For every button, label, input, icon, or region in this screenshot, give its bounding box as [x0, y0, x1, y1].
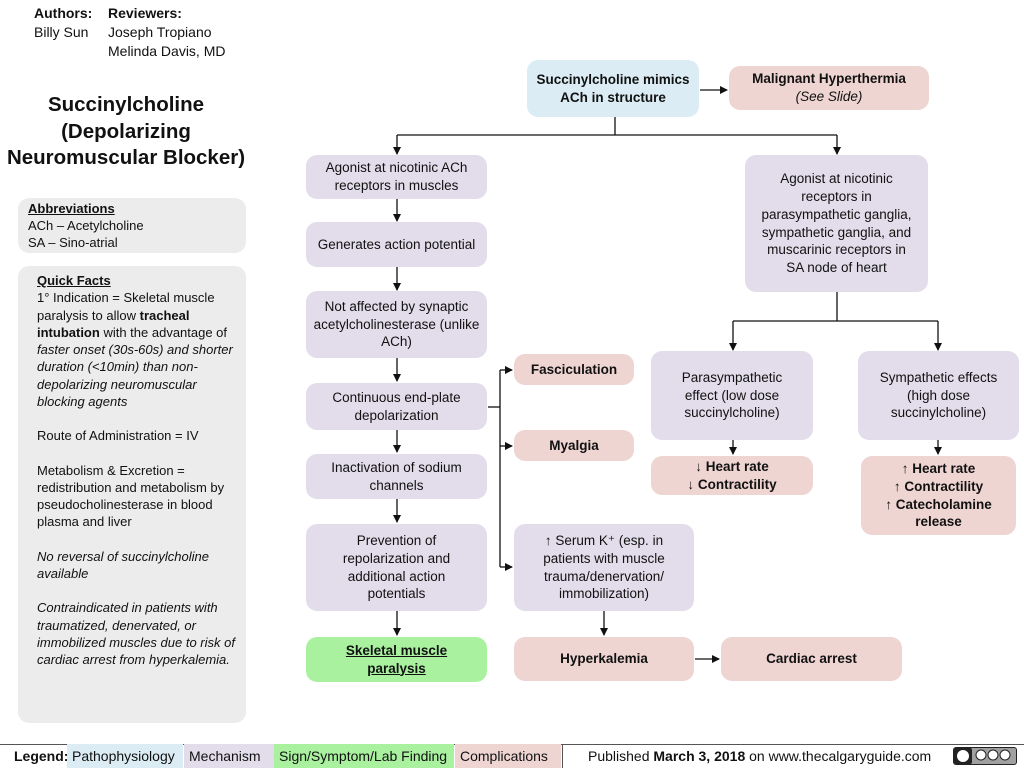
node-sympathetic-outcomes: ↑ Heart rate ↑ Contractility ↑ Catechola… — [861, 456, 1016, 535]
node-note: (See Slide) — [795, 89, 863, 104]
quick-facts-heading: Quick Facts — [37, 273, 111, 288]
reviewer-name: Joseph Tropiano — [108, 24, 212, 40]
reviewers-label: Reviewers: — [108, 5, 182, 21]
title-line: Neuromuscular Blocker) — [6, 146, 246, 170]
quick-fact-reversal: No reversal of succinylcholine available — [37, 548, 209, 581]
node-parasympathetic-effect: Parasympathetic effect (low dose succiny… — [651, 351, 813, 440]
node-skeletal-muscle-paralysis: Skeletal muscle paralysis — [306, 637, 487, 682]
node-label: Agonist at nicotinic ACh receptors in mu… — [325, 160, 468, 193]
node-label: Succinylcholine mimics ACh in structure — [536, 71, 690, 105]
reviewers-block: Reviewers: Joseph Tropiano Melinda Davis… — [108, 4, 268, 61]
quick-facts-panel: Quick Facts 1° Indication = Skeletal mus… — [18, 266, 246, 723]
abbreviation-item: ACh – Acetylcholine — [28, 218, 144, 233]
page-title: Succinylcholine (Depolarizing Neuromuscu… — [0, 92, 252, 172]
title-line: Succinylcholine — [47, 93, 205, 116]
node-myalgia: Myalgia — [514, 430, 634, 461]
quick-fact-indication: 1° Indication = Skeletal muscle paralysi… — [37, 289, 236, 410]
node-sympathetic-effects: Sympathetic effects (high dose succinylc… — [858, 351, 1019, 440]
authors-block: Authors: Billy Sun — [34, 4, 94, 42]
published-suffix: on www.thecalgaryguide.com — [745, 748, 932, 764]
node-agonist-muscle: Agonist at nicotinic ACh receptors in mu… — [306, 155, 487, 199]
node-label: Malignant Hyperthermia — [752, 71, 906, 87]
node-continuous-depolarization: Continuous end-plate depolarization — [306, 383, 487, 430]
effect-line: release — [915, 514, 962, 530]
published-date: March 3, 2018 — [653, 748, 746, 764]
node-label: Skeletal muscle paralysis — [345, 642, 448, 676]
fact-emphasis: tracheal intubation — [37, 307, 190, 340]
node-label: ↑ Serum K⁺ (esp. in patients with muscle… — [543, 532, 665, 602]
node-label: Sympathetic effects (high dose succinylc… — [879, 369, 998, 421]
authors-label: Authors: — [34, 5, 93, 21]
title-line: (Depolarizing — [61, 119, 191, 143]
legend-mechanism: Mechanism — [184, 744, 274, 768]
reviewer-name: Melinda Davis, MD — [108, 43, 226, 59]
node-mimics-ach: Succinylcholine mimics ACh in structure — [527, 60, 699, 117]
legend-divider — [562, 744, 563, 768]
abbreviations-panel: Abbreviations ACh – Acetylcholine SA – S… — [18, 198, 246, 253]
node-hyperkalemia: Hyperkalemia — [514, 637, 694, 681]
node-fasciculation: Fasciculation — [514, 354, 634, 385]
effect-line: ↑ Heart rate — [901, 461, 976, 477]
author-name: Billy Sun — [34, 24, 89, 40]
legend-pathophysiology: Pathophysiology — [67, 744, 183, 768]
node-label: Continuous end-plate depolarization — [332, 389, 461, 423]
node-label: Prevention of repolarization and additio… — [342, 532, 451, 602]
fact-italic: faster onset (30s-60s) and shorter durat… — [37, 342, 233, 409]
node-malignant-hyperthermia: Malignant Hyperthermia (See Slide) — [729, 66, 929, 110]
cc-by-nc-sa-icon — [953, 747, 1017, 765]
node-label: Agonist at nicotinic receptors in parasy… — [761, 171, 912, 276]
legend-symptom: Sign/Symptom/Lab Finding — [274, 744, 454, 768]
fact-text: 1° Indication = Skeletal muscle paralysi… — [37, 290, 215, 323]
legend-label: Legend: — [14, 748, 69, 764]
node-label: Myalgia — [549, 437, 599, 453]
effect-line: ↑ Contractility — [893, 478, 984, 494]
effect-line: ↓ Heart rate — [695, 459, 769, 475]
node-label: Cardiac arrest — [766, 651, 857, 667]
quick-fact-contraindication: Contraindicated in patients with traumat… — [37, 600, 235, 668]
node-label: Hyperkalemia — [560, 651, 648, 667]
node-generates-action-potential: Generates action potential — [306, 222, 487, 267]
node-agonist-ganglia: Agonist at nicotinic receptors in parasy… — [745, 155, 928, 292]
abbreviations-heading: Abbreviations — [28, 201, 115, 216]
legend-bar: Legend: Pathophysiology Mechanism Sign/S… — [0, 744, 1024, 768]
node-not-affected: Not affected by synaptic acetylcholinest… — [306, 291, 487, 358]
node-inactivation-sodium: Inactivation of sodium channels — [306, 454, 487, 499]
node-label: Parasympathetic effect (low dose succiny… — [681, 369, 783, 421]
node-serum-potassium: ↑ Serum K⁺ (esp. in patients with muscle… — [514, 524, 694, 611]
published-line: Published March 3, 2018 on www.thecalgar… — [588, 744, 931, 768]
effect-line: ↑ Catecholamine — [885, 496, 992, 512]
node-cardiac-arrest: Cardiac arrest — [721, 637, 902, 681]
effect-line: ↓ Contractility — [687, 476, 777, 492]
abbreviation-item: SA – Sino-atrial — [28, 235, 118, 250]
legend-complications: Complications — [455, 744, 561, 768]
node-label: Generates action potential — [317, 236, 476, 252]
quick-fact-route: Route of Administration = IV — [37, 428, 199, 444]
node-label: Fasciculation — [530, 361, 618, 377]
fact-text: with the advantage of — [99, 324, 228, 340]
node-label: Inactivation of sodium channels — [331, 459, 462, 493]
node-parasympathetic-outcomes: ↓ Heart rate ↓ Contractility — [651, 456, 813, 495]
published-prefix: Published — [588, 748, 654, 764]
quick-fact-metabolism: Metabolism & Excretion = redistribution … — [37, 462, 225, 530]
node-label: Not affected by synaptic acetylcholinest… — [313, 298, 480, 350]
node-prevention-repolarization: Prevention of repolarization and additio… — [306, 524, 487, 611]
